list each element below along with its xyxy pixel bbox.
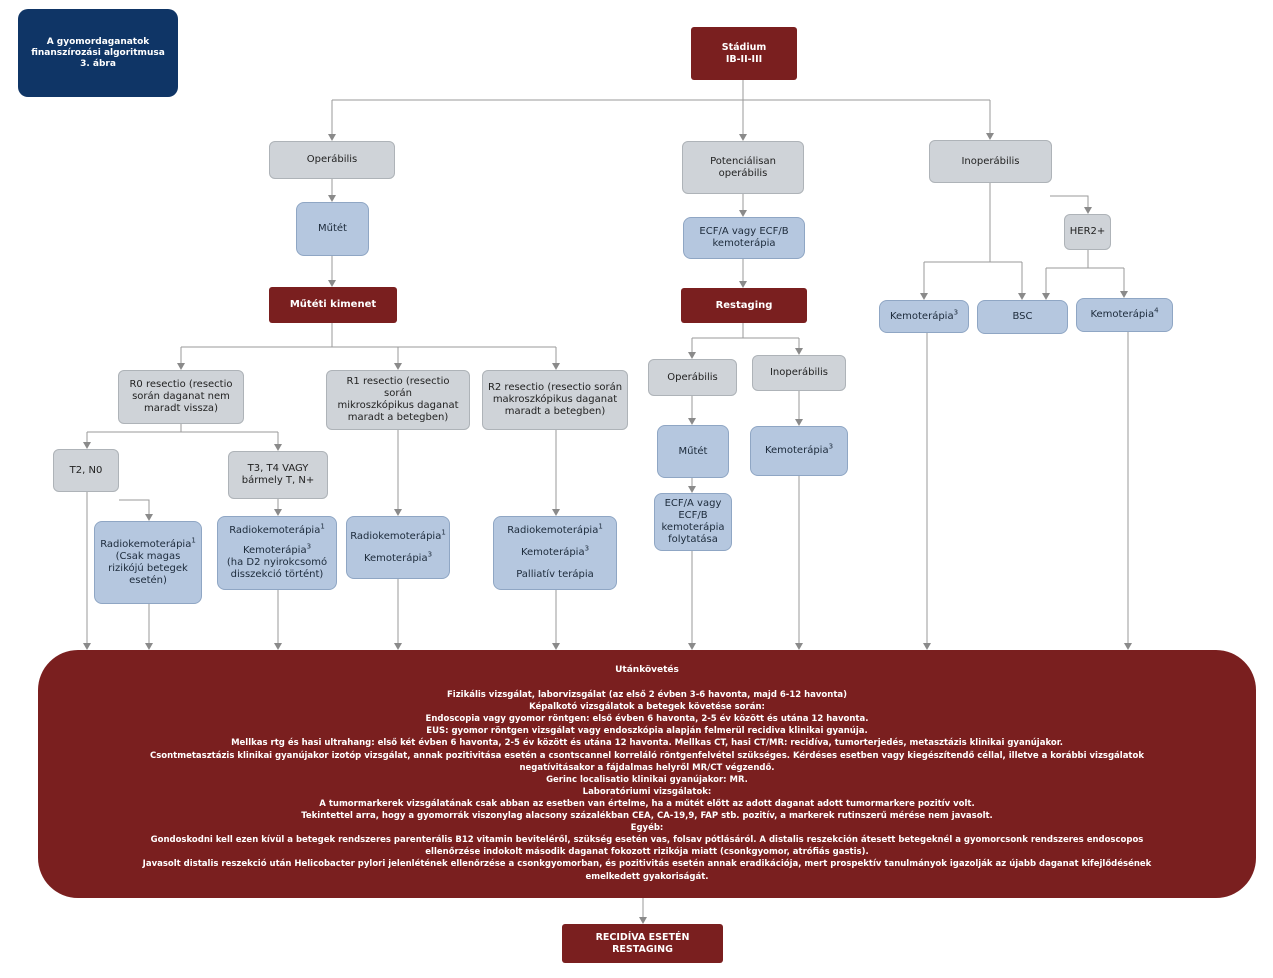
right-chemo-a-label: Kemoterápia (889, 310, 954, 322)
followup-line: Fizikális vizsgálat, laborvizsgálat (az … (446, 690, 848, 701)
t3-chemo-label: Kemoterápia (242, 545, 307, 556)
ecf-continuation: ECF/A vagy ECF/B kemoterápia folytatása (654, 493, 732, 551)
t3-chemo-note: (ha D2 nyirokcsomó disszekció történt) (226, 557, 328, 580)
r1-chemo-label: Kemoterápia (363, 552, 428, 564)
r2-palliative-label: Palliatív terápia (516, 569, 594, 580)
middle-chemo-footnote: 3 (828, 442, 834, 451)
r1-radiochemo-label: Radiokemoterápia (350, 530, 442, 542)
left-surgery: Műtét (296, 202, 369, 256)
t3-radiochemo-footnote: 1 (320, 522, 325, 531)
figure-title-box: A gyomordaganatok finanszírozási algorit… (18, 9, 178, 97)
followup-line: Laboratóriumi vizsgálatok: (582, 786, 712, 797)
followup-line: Képalkotó vizsgálatok a betegek követése… (529, 702, 765, 713)
followup-line: Gondoskodni kell ezen kívül a betegek re… (150, 835, 1144, 858)
followup-heading: Utánkövetés (615, 665, 679, 675)
right-chemo-b-footnote: 4 (1154, 306, 1159, 315)
followup-line: Endoscopia vagy gyomor röntgen: első évb… (425, 714, 869, 725)
t3-t4: T3, T4 VAGY bármely T, N+ (228, 451, 328, 499)
followup-line: Mellkas rtg és hasi ultrahang: első két … (231, 738, 1063, 749)
followup-line: Egyéb: (630, 823, 664, 834)
t2-radiochemo-label: Radiokemoterápia (100, 538, 192, 550)
followup-line: Csontmetasztázis klinikai gyanújakor izo… (149, 750, 1144, 773)
r1-therapy-box: Radiokemoterápia1 Kemoterápia3 (346, 516, 450, 579)
r1-radiochemo-footnote: 1 (441, 528, 446, 537)
branch-inoperable: Inoperábilis (929, 140, 1052, 183)
middle-inoperable: Inoperábilis (752, 355, 846, 391)
r1-chemo-footnote: 3 (427, 550, 433, 559)
right-chemo-a-footnote: 3 (953, 308, 959, 317)
right-chemo-b-label: Kemoterápia (1090, 309, 1155, 320)
middle-chemo-label: Kemoterápia (764, 445, 829, 456)
t3-radiochemo-label: Radiokemoterápia (229, 525, 321, 536)
followup-line: EUS: gyomor röntgen vizsgálat vagy endos… (426, 726, 868, 737)
r2-radiochemo-footnote: 1 (598, 522, 603, 531)
r2-chemo-label: Kemoterápia (520, 547, 585, 558)
r2-therapy-box: Radiokemoterápia1 Kemoterápia3 Palliatív… (493, 516, 617, 590)
branch-potentially-operable: Potenciálisan operábilis (682, 141, 804, 194)
t2-radiochemo-box: Radiokemoterápia1 (Csak magas rizikójú b… (94, 521, 202, 604)
followup-line: Javasolt distalis reszekció után Helicob… (142, 859, 1152, 882)
t3-therapy-box: Radiokemoterápia1 Kemoterápia3 (ha D2 ny… (217, 516, 337, 590)
r2-chemo-footnote: 3 (584, 544, 590, 553)
followup-line: A tumormarkerek vizsgálatának csak abban… (319, 798, 975, 809)
middle-chemo-box: Kemoterápia3 (750, 426, 848, 476)
middle-surgery: Műtét (657, 425, 729, 478)
her2-positive: HER2+ (1064, 214, 1111, 250)
ecf-chemotherapy: ECF/A vagy ECF/B kemoterápia (683, 217, 805, 259)
stage-box: Stádium IB-II-III (691, 27, 797, 80)
t2-radiochemo-note: (Csak magas rizikójú betegek esetén) (108, 550, 188, 586)
r0-resection: R0 resectio (resectio során daganat nem … (118, 370, 244, 424)
t2-n0: T2, N0 (53, 449, 119, 492)
r2-radiochemo-label: Radiokemoterápia (507, 525, 599, 536)
t3-chemo-footnote: 3 (306, 542, 312, 551)
followup-box: Utánkövetés Fizikális vizsgálat, laborvi… (38, 650, 1256, 898)
recurrence-restaging: RECIDÍVA ESETÉN RESTAGING (562, 924, 723, 963)
restaging-box: Restaging (681, 288, 807, 323)
surgical-outcome: Műtéti kimenet (269, 287, 397, 323)
followup-line: Gerinc localisatio klinikai gyanújakor: … (546, 774, 748, 785)
branch-operable: Operábilis (269, 141, 395, 179)
followup-line: Tekintettel arra, hogy a gyomorrák viszo… (301, 811, 993, 822)
bsc-box: BSC (977, 300, 1068, 334)
right-chemo-a-box: Kemoterápia3 (879, 300, 969, 333)
t2-radiochemo-footnote: 1 (191, 536, 196, 545)
r2-resection: R2 resectio (resectio során makroszkópik… (482, 370, 628, 430)
r1-resection: R1 resectio (resectio során mikroszkópik… (326, 370, 470, 430)
right-chemo-b-box: Kemoterápia4 (1076, 298, 1173, 332)
middle-operable: Operábilis (648, 359, 737, 396)
